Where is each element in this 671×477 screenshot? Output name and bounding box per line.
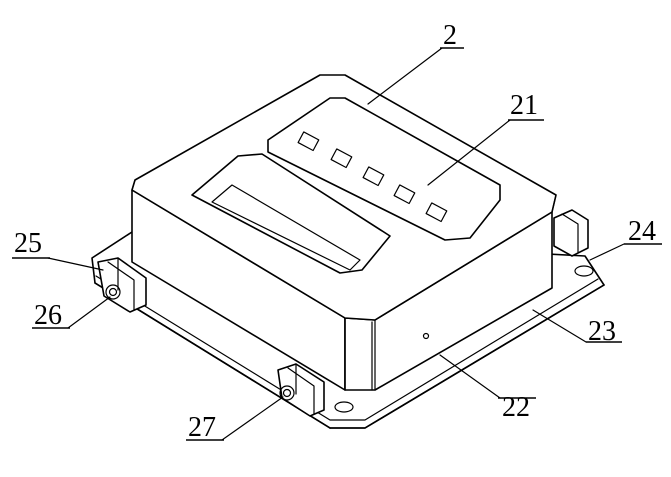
key-button — [297, 131, 320, 152]
svg-text:2: 2 — [443, 20, 457, 51]
svg-text:24: 24 — [628, 216, 656, 247]
screw-26 — [105, 284, 121, 300]
mounting-hole — [334, 401, 354, 413]
key-button — [362, 166, 385, 187]
svg-text:21: 21 — [510, 90, 538, 121]
display-window — [191, 153, 391, 274]
label-22: 22 — [498, 392, 536, 423]
key-button — [393, 184, 416, 205]
key-button — [425, 202, 448, 223]
sensor-hole — [422, 332, 430, 340]
clamp-bracket-right — [553, 209, 589, 257]
label-24: 24 — [624, 216, 662, 247]
svg-text:22: 22 — [502, 392, 530, 423]
key-button — [330, 148, 353, 169]
keypad-panel — [267, 97, 501, 241]
label-27: 27 — [186, 412, 224, 443]
label-2: 2 — [440, 20, 464, 51]
svg-text:27: 27 — [188, 412, 216, 443]
svg-text:25: 25 — [14, 228, 42, 259]
label-23: 23 — [586, 316, 622, 347]
mounting-hole — [574, 265, 594, 277]
housing — [131, 74, 557, 391]
screw-27 — [279, 385, 295, 401]
leader-lines — [47, 47, 625, 441]
label-21: 21 — [508, 90, 544, 121]
label-25: 25 — [12, 228, 50, 259]
label-26: 26 — [32, 300, 70, 331]
svg-text:26: 26 — [34, 300, 62, 331]
